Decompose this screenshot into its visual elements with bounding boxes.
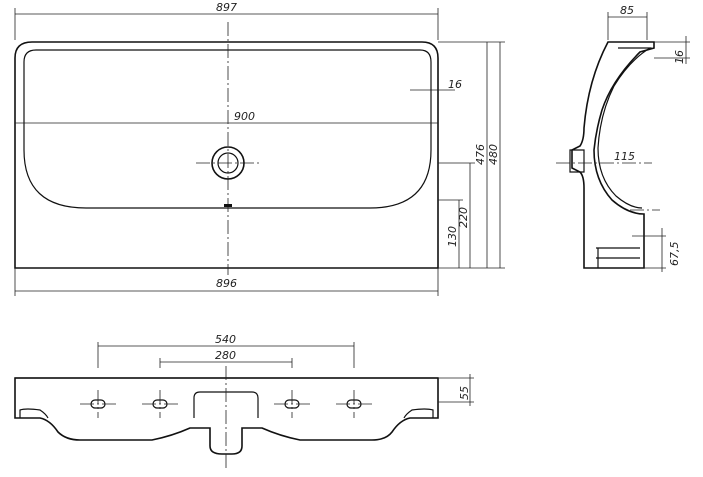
basin-outline [14,41,439,269]
side-profile-outer [571,41,655,269]
tap-hole-3 [274,390,310,418]
top-view: 897 900 16 480 476 220 130 [14,1,505,296]
tap-hole-2 [142,390,178,418]
dim-label-220: 220 [457,207,470,228]
tap-hole-1 [80,390,116,418]
dim-label-16: 16 [448,78,462,91]
side-profile-inner [597,47,653,209]
front-outline [14,377,439,455]
dim-label-280: 280 [215,349,236,362]
dim-label-115: 115 [614,150,635,163]
dim-label-130: 130 [446,226,459,247]
dim-label-900: 900 [234,110,255,123]
dim-label-67-5: 67,5 [668,242,681,267]
dim-label-476: 476 [474,144,487,165]
dim-label-540: 540 [215,333,236,346]
side-view: 85 16 115 67,5 [556,4,690,272]
dim-label-896: 896 [216,277,237,290]
dim-label-897: 897 [216,1,237,14]
front-view: 540 280 [14,333,474,470]
dim-label-85: 85 [620,4,634,17]
drain-outer-circle [211,146,245,180]
tap-hole-4 [336,390,372,418]
dim-label-480: 480 [487,144,500,165]
basin-bowl [23,49,432,209]
dim-label-55: 55 [458,386,471,400]
drain-inner-circle [217,152,239,174]
dim-label-side-16: 16 [673,50,686,64]
